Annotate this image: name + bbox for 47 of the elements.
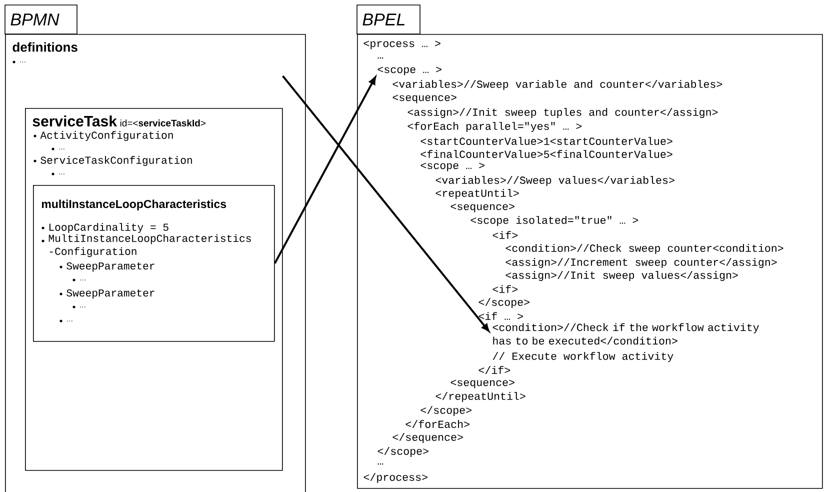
node-label: BPEL	[362, 14, 404, 26]
arrow	[282, 75, 490, 332]
heading: definitions	[12, 42, 78, 52]
code-line: <sequence>	[392, 94, 456, 104]
code-line: // Execute workflow activity	[492, 352, 674, 362]
code-line: <if … >	[478, 312, 523, 320]
code-line: <sequence>	[450, 380, 514, 388]
node-label: BPMN	[10, 14, 60, 26]
bullet-item: MultiInstanceLoopCharacteristics -Configuration	[42, 234, 251, 258]
code-line: …	[378, 57, 384, 59]
bullet-item: SweepParameter	[60, 262, 154, 272]
code-line: <repeatUntil>	[436, 188, 519, 200]
code-line: <assign>//Increment sweep counter</assign>	[506, 258, 777, 268]
code-line: </if>	[478, 366, 510, 374]
code-line: <assign>//Init sweep values</assign>	[506, 270, 738, 282]
arrow	[274, 76, 376, 264]
code-line: <sequence>	[450, 204, 514, 212]
code-line: </scope>	[478, 298, 530, 308]
code-line: </forEach>	[406, 420, 470, 428]
code-line: <variables>//Sweep variable and counter</variables>	[392, 80, 722, 90]
service-task-box	[25, 108, 283, 471]
code-line: <scope isolated="true" … >	[470, 216, 638, 226]
bullet-item: SweepParameter	[60, 289, 154, 299]
code-line: <if>	[492, 285, 518, 293]
code-line: </process>	[364, 472, 428, 484]
code-line: <assign>//Init sweep tuples and counter</assign>	[408, 108, 718, 118]
code-line: <condition>//Check sweep counter<condition>	[506, 244, 784, 254]
code-line: <condition>//Check if the workflow activity has to be executed</condition>	[492, 323, 759, 345]
code-line: <process … >	[364, 40, 440, 50]
loop-box	[33, 185, 275, 342]
code-line: </scope>	[420, 406, 472, 416]
code-line: <scope … >	[420, 162, 484, 172]
code-line: <if>	[492, 231, 518, 239]
box-title: multiInstanceLoopCharacteristics	[42, 200, 226, 210]
bullet-item: ServiceTaskConfiguration	[34, 156, 192, 166]
code-line: <finalCounterValue>5<finalCounterValue>	[420, 150, 672, 158]
box-title: serviceTask id=<serviceTaskId>	[32, 116, 206, 126]
code-line: </sequence>	[392, 432, 463, 444]
code-line: </scope>	[378, 446, 428, 458]
code-line: <scope … >	[378, 66, 442, 76]
code-line: <startCounterValue>1<startCounterValue>	[420, 137, 672, 145]
code-line: </repeatUntil>	[436, 392, 526, 402]
code-line: <variables>//Sweep values</variables>	[436, 176, 674, 186]
bullet-item: LoopCardinality = 5	[42, 223, 168, 233]
code-line: …	[378, 463, 384, 465]
code-line: <forEach parallel="yes" … >	[408, 122, 582, 132]
bullet-item: ActivityConfiguration	[34, 131, 173, 141]
